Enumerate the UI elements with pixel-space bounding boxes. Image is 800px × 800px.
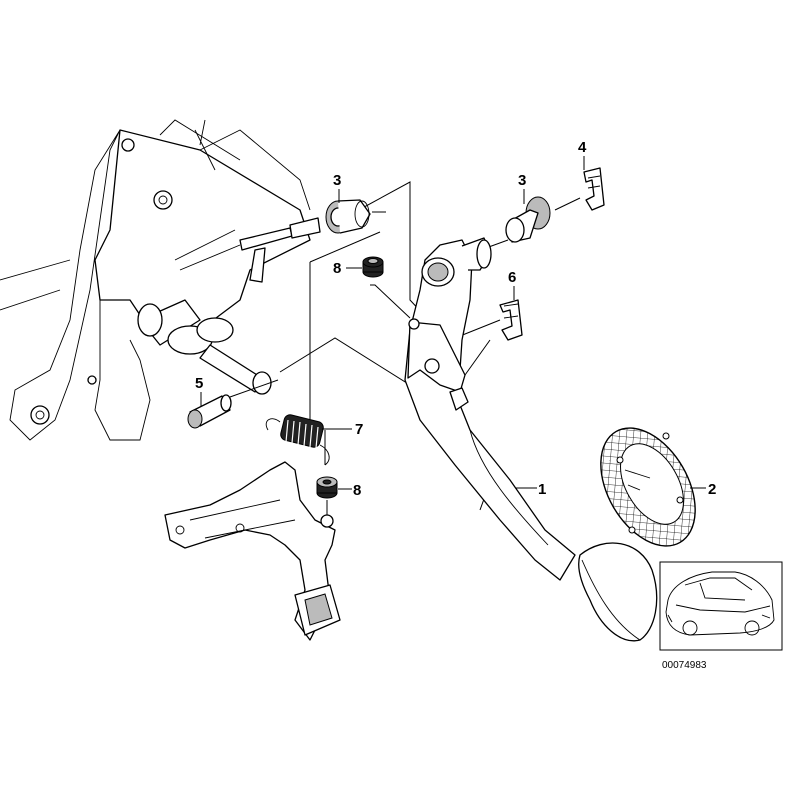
callout-6: 6 (508, 269, 516, 286)
callout-3-left: 3 (333, 172, 341, 189)
grommet-lower (316, 476, 338, 499)
callout-1: 1 (538, 481, 546, 498)
clip-lower (499, 299, 523, 341)
pedal-arm (404, 237, 658, 642)
reference-number: 00074983 (662, 660, 707, 671)
grommet-upper (362, 256, 384, 278)
callout-5: 5 (195, 375, 203, 392)
callout-2: 2 (708, 481, 716, 498)
callout-8-lower: 8 (353, 482, 361, 499)
callout-7: 7 (355, 421, 363, 438)
return-spring (265, 414, 330, 466)
pivot-pin (187, 394, 232, 429)
pedal-box-bracket (0, 119, 321, 441)
callout-4: 4 (578, 139, 587, 156)
callout-8-upper: 8 (333, 260, 341, 277)
switch-bracket (164, 461, 341, 641)
clip-top (583, 167, 605, 211)
bushing-left (325, 199, 371, 234)
pedal-pad-cover (600, 427, 696, 547)
car-thumbnail (659, 561, 783, 651)
callouts: 3 3 4 6 8 5 7 8 1 2 (195, 139, 716, 499)
callout-3-right: 3 (518, 172, 526, 189)
bushing-right (505, 196, 551, 243)
